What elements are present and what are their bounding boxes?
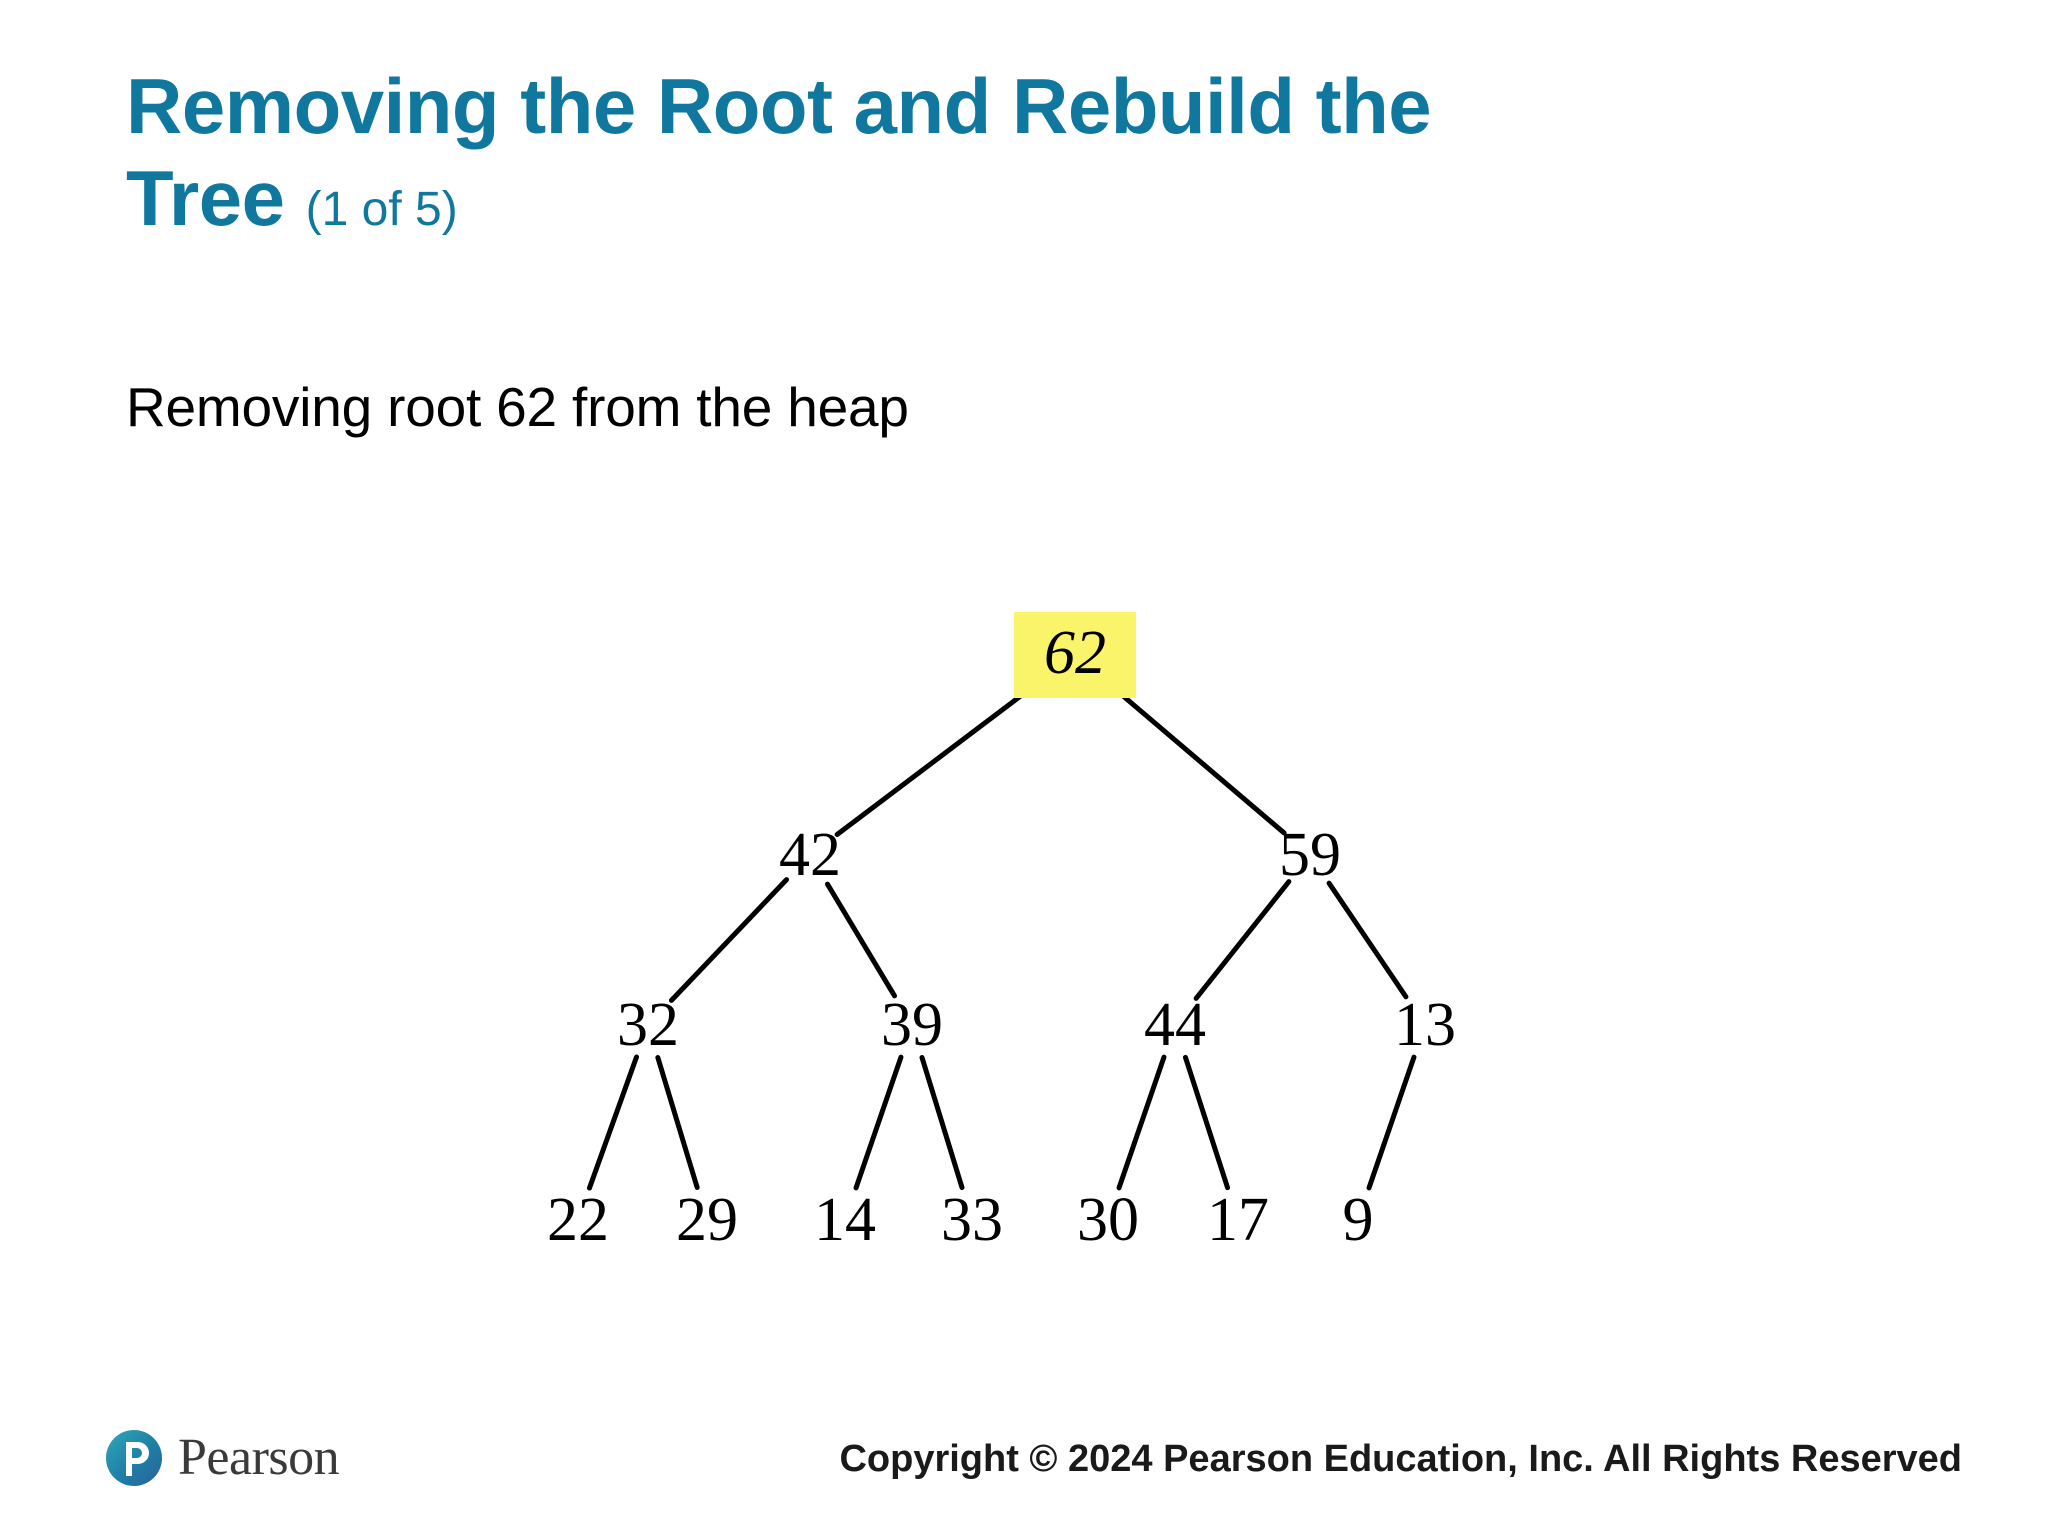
tree-edge: [1366, 1054, 1417, 1191]
copyright-text: Copyright © 2024 Pearson Education, Inc.…: [839, 1438, 1962, 1480]
edge-layer: [586, 672, 1417, 1191]
tree-node: 14: [814, 1186, 876, 1254]
tree-edge: [586, 1054, 640, 1191]
tree-edge: [1182, 1054, 1231, 1191]
tree-node: 44: [1144, 991, 1206, 1059]
tree-node: 17: [1207, 1186, 1269, 1254]
pearson-p-icon: [106, 1430, 162, 1486]
tree-node: 33: [941, 1186, 1003, 1254]
slide-footer: Pearson Copyright © 2024 Pearson Educati…: [0, 1406, 2048, 1536]
tree-node-root: 62: [1014, 612, 1136, 698]
tree-node: 13: [1394, 991, 1456, 1059]
tree-edge: [1193, 879, 1292, 1001]
subtitle-text: Removing root 62 from the heap: [126, 376, 909, 438]
tree-edge: [853, 1054, 904, 1191]
tree-edges-svg: [586, 672, 1417, 1191]
tree-edge: [655, 1055, 700, 1190]
tree-edge: [834, 672, 1051, 838]
tree-node: 22: [547, 1186, 609, 1254]
tree-edge: [919, 1054, 965, 1191]
page-title-line-2: Tree: [126, 154, 285, 243]
tree-node: 59: [1279, 821, 1341, 889]
tree-edge: [1116, 1054, 1167, 1191]
pearson-logo: Pearson: [104, 1428, 340, 1488]
tree-node: 29: [676, 1186, 738, 1254]
tree-node: 9: [1342, 1186, 1374, 1254]
binary-heap-tree-diagram: 62 42 59 32 39 44 13 22 29 14 33 30 17 9: [0, 600, 2048, 1300]
tree-edge: [1326, 880, 1409, 1000]
page-title-line-1: Removing the Root and Rebuild the: [126, 62, 1432, 150]
tree-node: 42: [779, 821, 841, 889]
slide-counter: (1 of 5): [305, 183, 458, 237]
tree-edge: [824, 881, 898, 999]
tree-edge: [668, 877, 790, 1003]
pearson-wordmark: Pearson: [178, 1429, 340, 1486]
tree-node: 39: [881, 991, 943, 1059]
tree-node: 32: [617, 991, 679, 1059]
title-block: Removing the Root and Rebuild the Tree (…: [126, 60, 1826, 244]
page-title: Removing the Root and Rebuild the Tree (…: [126, 60, 1826, 244]
tree-node: 30: [1077, 1186, 1139, 1254]
tree-edge: [1098, 674, 1287, 836]
